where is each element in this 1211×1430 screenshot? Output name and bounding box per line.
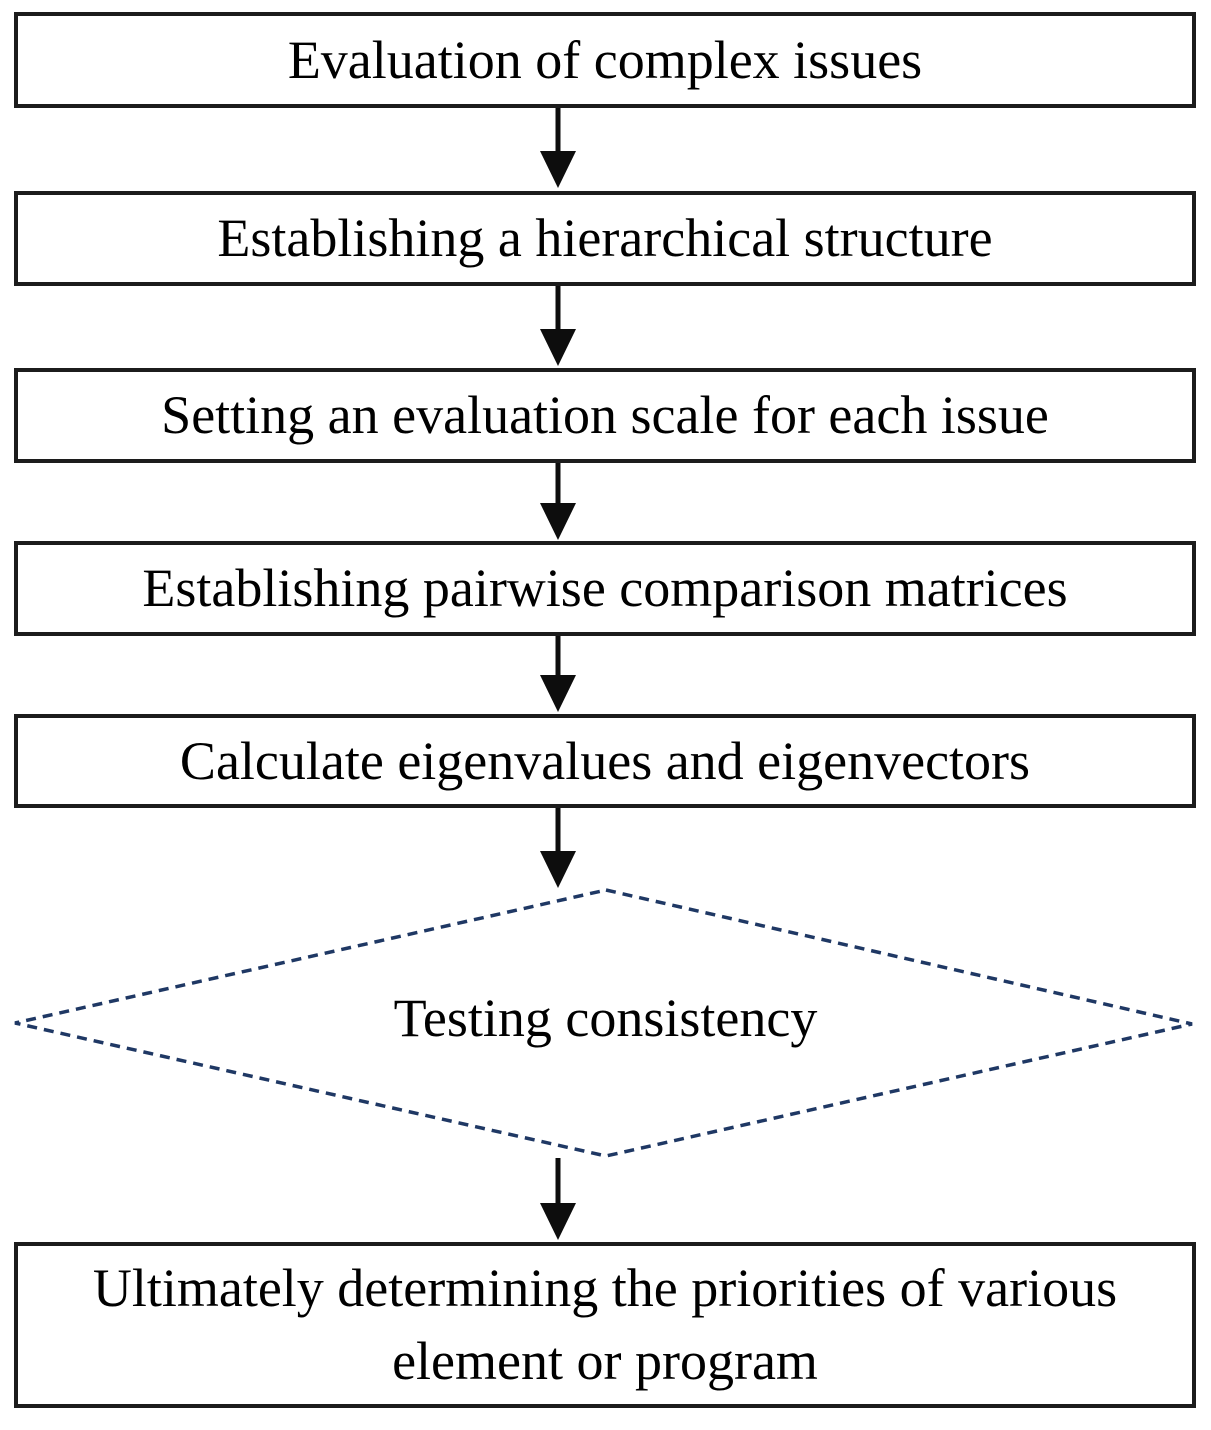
process-box-eigen-label: Calculate eigenvalues and eigenvectors xyxy=(179,730,1031,791)
process-box-scale-label: Setting an evaluation scale for each iss… xyxy=(161,385,1049,446)
decision-label: Testing consistency xyxy=(393,988,818,1048)
arrow-down-6 xyxy=(540,1158,576,1240)
process-box-priorities: Ultimately determining the priorities of… xyxy=(14,1242,1196,1408)
arrow-down-4 xyxy=(540,636,576,712)
process-box-matrices-label: Establishing pairwise comparison matrice… xyxy=(142,558,1068,619)
process-box-priorities-label: Ultimately determining the priorities of… xyxy=(92,1258,1118,1391)
arrow-down-5 xyxy=(540,808,576,888)
process-box-hierarchy: Establishing a hierarchical structure xyxy=(14,191,1196,286)
decision-diamond-shape xyxy=(14,888,1193,1158)
arrow-down-1 xyxy=(540,108,576,188)
process-box-evaluation: Evaluation of complex issues xyxy=(14,12,1196,108)
process-box-matrices: Establishing pairwise comparison matrice… xyxy=(14,541,1196,636)
process-box-hierarchy-label: Establishing a hierarchical structure xyxy=(217,208,993,269)
process-box-eigen: Calculate eigenvalues and eigenvectors xyxy=(14,714,1196,808)
arrow-down-3 xyxy=(540,463,576,540)
process-box-scale: Setting an evaluation scale for each iss… xyxy=(14,368,1196,463)
process-box-evaluation-label: Evaluation of complex issues xyxy=(287,29,923,90)
arrow-down-2 xyxy=(540,286,576,366)
